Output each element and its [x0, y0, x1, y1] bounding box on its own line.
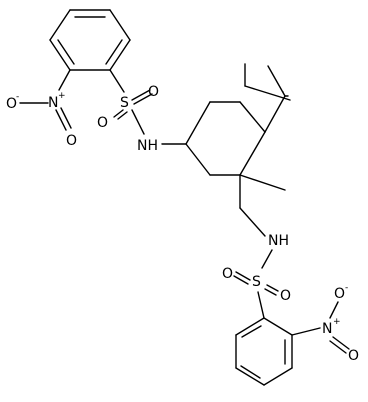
- nitro-oxygen-charge-top: -: [16, 92, 19, 102]
- sulfonyl-oxygen-2-top: O: [97, 115, 108, 131]
- nitro-nitrogen-bottom: N: [322, 321, 332, 337]
- bottom-benzene-ring: [235, 317, 293, 386]
- sulfonyl-oxygen-1-bottom: O: [222, 266, 233, 282]
- bottom-quaternary-methyl: [239, 174, 286, 209]
- nitro-oxygen-double-bottom: O: [348, 348, 359, 364]
- nitro-nitrogen-top: N: [48, 95, 58, 111]
- sulfonyl-oxygen-1-top: O: [148, 84, 159, 100]
- nitro-nitrogen-charge-top: +: [58, 91, 66, 101]
- cyclohexane-ring: [185, 101, 266, 176]
- nitro-oxygen-single-top: O: [6, 96, 17, 112]
- nitro-nitrogen-charge-bottom: +: [333, 317, 341, 327]
- top-sulfonyl-group: S O O NH: [97, 69, 187, 154]
- sulfonyl-sulfur-bottom: S: [252, 274, 261, 290]
- nitro-oxygen-double-top: O: [66, 133, 77, 149]
- quaternary-methyls-top: [244, 63, 291, 101]
- amine-bottom: NH: [268, 233, 289, 249]
- sulfonyl-sulfur-top: S: [120, 95, 129, 111]
- bottom-sulfonyl-group: S O O: [222, 249, 291, 319]
- nitro-oxygen-charge-bottom: -: [345, 283, 348, 293]
- methylene-linker: NH: [239, 207, 289, 249]
- top-benzene-ring: [49, 9, 131, 71]
- gem-dimethyl: [264, 65, 289, 133]
- top-nitro-group: N + O - O: [6, 69, 77, 149]
- nitro-oxygen-single-bottom: O: [334, 286, 345, 302]
- amine-top: NH: [137, 138, 158, 154]
- bottom-nitro-group: N + O - O: [291, 283, 359, 364]
- sulfonyl-oxygen-2-bottom: O: [280, 288, 291, 304]
